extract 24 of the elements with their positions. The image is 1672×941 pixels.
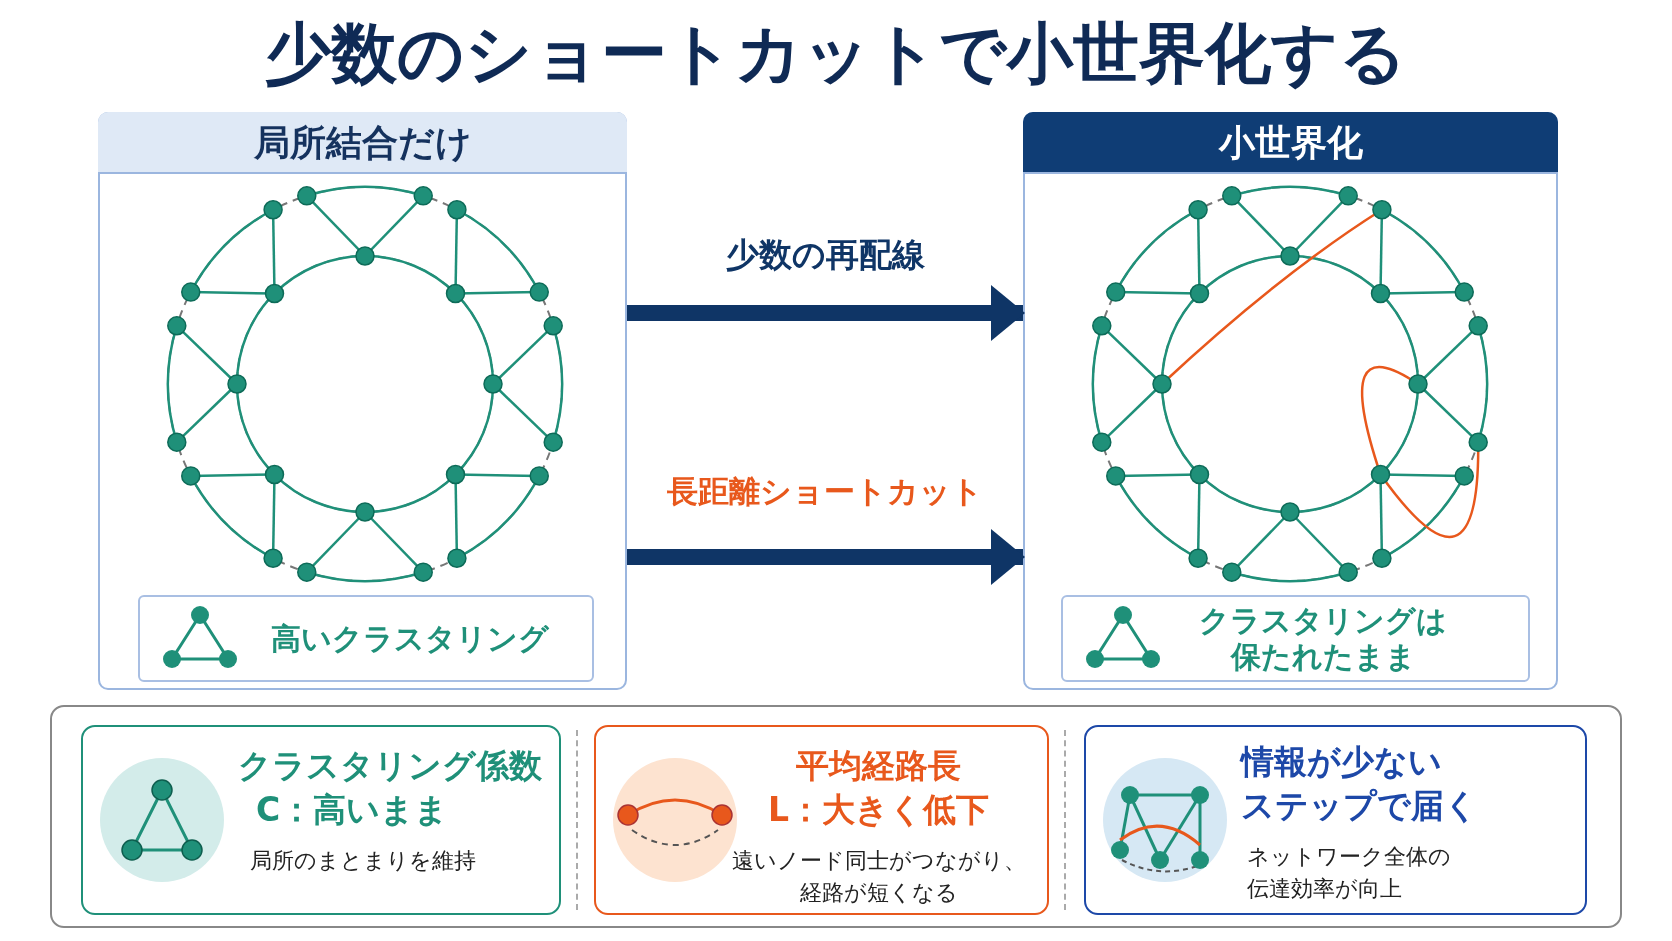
card-heading: C：高いまま — [255, 789, 450, 831]
caption-box — [138, 595, 594, 682]
summary-panel — [50, 705, 1622, 928]
arrow — [627, 529, 1025, 585]
card-text: 遠いノード同士がつながり、経路が短くなる — [730, 847, 1027, 907]
arrow — [627, 285, 1025, 341]
card-heading: 情報が少ない — [1241, 741, 1443, 783]
title: 少数のショートカットで小世界化する — [264, 14, 1408, 94]
card-heading: L：大きく低下 — [767, 789, 990, 831]
card-heading: 平均経路長 — [795, 745, 962, 787]
card-text: ネットワーク全体の伝達効率が向上 — [1247, 843, 1452, 903]
info-card — [1084, 725, 1587, 915]
card-heading: ステップで届く — [1241, 785, 1479, 827]
node-label: 高いクラスタリング — [270, 619, 550, 658]
panel-header: 局所結合だけ — [98, 112, 627, 174]
card-heading: クラスタリング係数 — [238, 745, 543, 787]
panel-header: 小世界化 — [1023, 112, 1558, 174]
info-card — [81, 725, 561, 915]
card-text: 局所のまとまりを維持 — [250, 847, 477, 875]
caption-box — [1061, 595, 1530, 682]
info-card — [594, 725, 1049, 915]
panel — [98, 112, 627, 690]
panel — [1023, 112, 1558, 690]
node-label: クラスタリングは保たれたまま — [1198, 601, 1448, 676]
